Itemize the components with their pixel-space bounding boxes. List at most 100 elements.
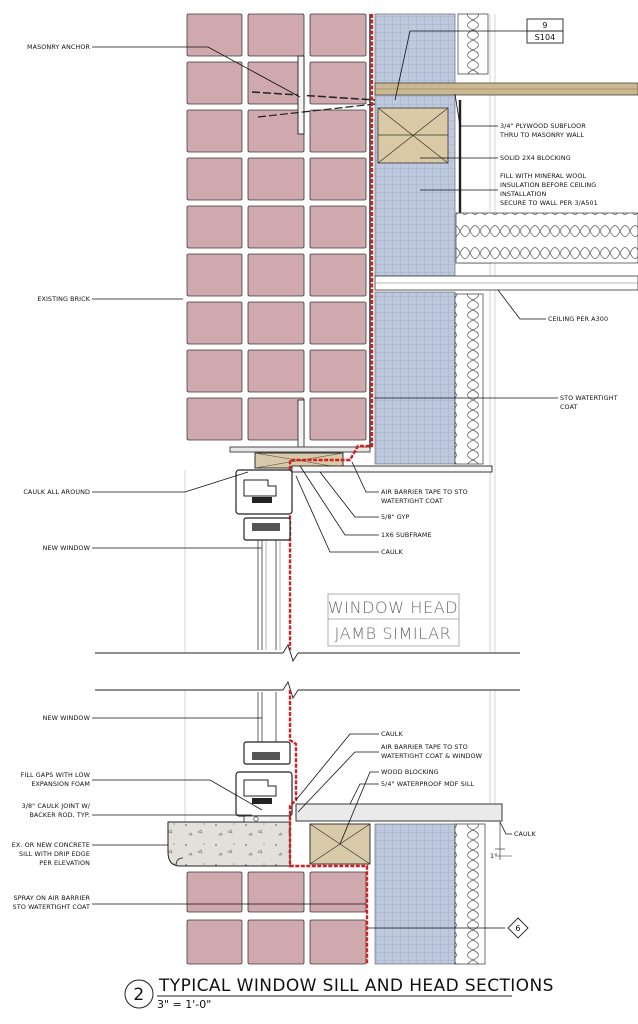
brick [247,301,305,345]
jamb-similar-label: JAMB SIMILAR [335,624,452,643]
brick [186,253,243,297]
label-sto-2: COAT [560,403,578,411]
brick [309,253,367,297]
brick [309,301,367,345]
concrete-sill [167,821,291,867]
label-wool-3: INSTALLATION [500,190,547,198]
brick [309,397,367,441]
label-tape-sill-2: WATERTIGHT COAT & WINDOW [381,752,483,760]
brick-veneer [186,13,367,441]
sill-section [95,680,520,965]
head-labels-right: 3/4" PLYWOOD SUBFLOOR THRU TO MASONRY WA… [295,93,618,556]
brick [247,205,305,249]
brick [247,61,305,105]
brick [247,13,305,57]
label-tape-1: AIR BARRIER TAPE TO STO [381,488,468,496]
brick [186,919,243,965]
insulation-panel-sill [374,823,456,965]
mdf-sill [295,803,503,822]
brick [186,109,243,153]
label-sto-1: STO WATERTIGHT [560,394,618,402]
label-subframe: 1X6 SUBFRAME [381,531,432,539]
label-sill-1: EX. OR NEW CONCRETE [12,841,90,849]
ceiling-insulation [455,212,638,264]
detail-title-number: 2 [133,985,144,1005]
brick [186,157,243,201]
brick [186,871,243,913]
brick [186,13,243,57]
label-sill-3: PER ELEVATION [39,859,90,867]
label-ceiling: CEILING PER A300 [548,315,608,323]
detail-sheet: S104 [535,33,556,42]
brick [309,13,367,57]
detail-number: 9 [542,21,547,30]
label-tape-sill-1: AIR BARRIER TAPE TO STO [381,743,468,751]
gypsum-board [291,465,493,473]
brick [247,349,305,393]
label-sill-2: SILL WITH DRIP EDGE [19,850,90,858]
label-caulk-right: CAULK [514,830,536,838]
brick [309,205,367,249]
label-fill-2: EXPANSION FOAM [31,780,90,788]
label-fill-1: FILL GAPS WITH LOW [21,771,91,779]
label-spray-1: SPRAY ON AIR BARRIER [14,894,91,902]
label-wool-1: FILL WITH MINERAL WOOL [500,172,586,180]
label-plywood-1: 3/4" PLYWOOD SUBFLOOR [500,122,586,130]
brick [186,301,243,345]
label-tape-2: WATERTIGHT COAT [381,497,443,505]
sill-labels-left: NEW WINDOW FILL GAPS WITH LOW EXPANSION … [12,714,366,911]
brick [186,349,243,393]
detail-reference: 9 S104 [394,18,564,101]
label-existing-brick: EXISTING BRICK [37,295,90,303]
window-head-box: WINDOW HEAD JAMB SIMILAR [327,593,460,647]
window-frame-sill [235,692,293,817]
sill-labels-right: CAULK AIR BARRIER TAPE TO STO WATERTIGHT… [295,730,536,860]
label-new-window-head: NEW WINDOW [43,544,91,552]
keynote-6: 6 [368,917,529,939]
detail-title: TYPICAL WINDOW SILL AND HEAD SECTIONS [158,976,554,996]
label-blocking: SOLID 2X4 BLOCKING [500,154,571,162]
label-masonry-anchor: MASONRY ANCHOR [27,43,90,51]
stud-wool-lower [454,293,484,465]
brick [309,919,367,965]
brick [186,397,243,441]
brick [186,205,243,249]
brick [309,349,367,393]
stud-wool-upper [457,13,489,75]
window-head-label: WINDOW HEAD [328,598,458,617]
insulation-panel-lower [374,291,456,465]
solid-blocking [377,107,449,164]
label-joint-2: BACKER ROD, TYP. [29,811,90,819]
brick [247,157,305,201]
masonry-anchor [251,55,376,135]
label-new-window-sill: NEW WINDOW [43,714,91,722]
label-caulk-head: CAULK [381,548,403,556]
detail-scale: 3" = 1'-0" [157,998,211,1011]
label-gyp: 5/8" GYP [381,513,409,521]
head-labels-left: MASONRY ANCHOR EXISTING BRICK CAULK ALL … [23,43,301,552]
air-barrier-sill [288,690,369,964]
label-joint-1: 3/8" CAULK JOINT W/ [22,802,91,810]
label-caulk-sill: CAULK [381,730,403,738]
label-caulk-all-around: CAULK ALL AROUND [23,488,90,496]
brick [309,61,367,105]
stud-wool-sill [454,823,486,965]
title-block: 2 TYPICAL WINDOW SILL AND HEAD SECTIONS … [124,976,554,1011]
brick [186,61,243,105]
label-mdf-sill: 5/4" WATERPROOF MDF SILL [381,780,474,788]
window-frame-head [235,469,293,650]
label-wood-blocking: WOOD BLOCKING [381,768,439,776]
brick [309,871,367,913]
label-wool-2: INSULATION BEFORE CEILING [500,181,596,189]
label-wool-4: SECURE TO WALL PER 3/A501 [500,199,598,207]
brick [309,157,367,201]
brick-veneer-sill [186,871,367,965]
head-section [95,13,638,663]
brick [247,919,305,965]
keynote-number: 6 [515,924,520,933]
label-spray-2: STO WATERTIGHT COAT [13,903,90,911]
brick [247,109,305,153]
break-line [95,643,520,663]
brick [247,397,305,441]
